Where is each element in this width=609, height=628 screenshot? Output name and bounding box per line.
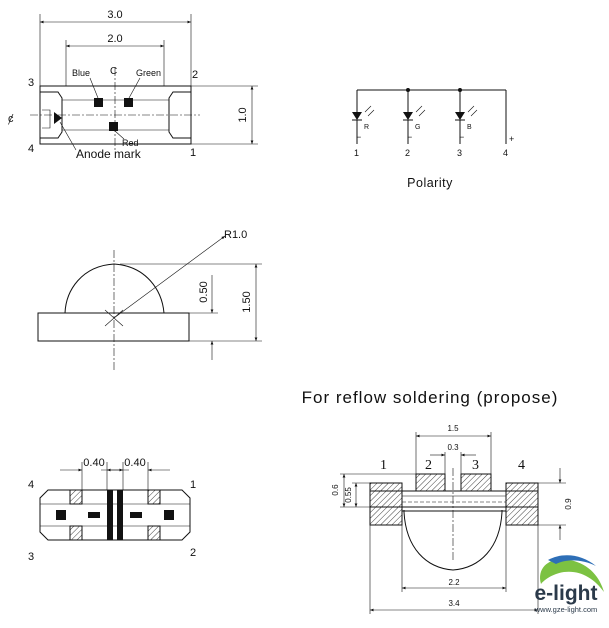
- center-bar-right: [117, 490, 123, 540]
- dim-inner-width: 2.2: [448, 578, 460, 587]
- minus-1: −: [356, 132, 361, 142]
- dim-bottom-left: 0.40: [83, 457, 104, 469]
- minus-2: −: [407, 132, 412, 142]
- dim-base: 0.50: [198, 281, 210, 302]
- bottom-pin-2: 2: [190, 547, 196, 559]
- dim-bottom-right: 0.40: [124, 457, 145, 469]
- reflow-pad-4: [505, 482, 539, 526]
- center-mark: C: [110, 66, 117, 77]
- polarity-title: Polarity: [407, 176, 453, 190]
- center-symbol: ȼ: [8, 113, 14, 125]
- minus-3: −: [459, 132, 464, 142]
- logo-swoosh-green: [540, 559, 604, 592]
- diode-g: G − 2: [403, 90, 426, 158]
- diode-b: B − 3: [455, 90, 478, 158]
- pol-pin-4: 4: [503, 148, 508, 158]
- diode-letter-r: R: [364, 124, 369, 131]
- reflow-pad-3: [460, 473, 492, 492]
- bottom-view: 0.40 0.40 4 1 3 2: [28, 457, 196, 563]
- reflow-pad-2: [415, 473, 446, 492]
- dim-left-outer: 0.6: [331, 484, 340, 496]
- pad-1: [147, 489, 161, 505]
- bottom-pin-1: 1: [190, 479, 196, 491]
- top-pin-2: 2: [192, 69, 198, 81]
- right-terminal: [168, 91, 191, 139]
- reflow-footprint: 1.5 0.3 1 2 3 4 0.6 0.55: [331, 424, 573, 614]
- reflow-dome: [403, 510, 503, 571]
- dim-total: 1.50: [241, 291, 253, 312]
- diode-letter-g: G: [415, 124, 420, 131]
- pol-pin-1: 1: [354, 148, 359, 158]
- label-red: Red: [122, 138, 139, 148]
- dim-height: 1.0: [237, 107, 249, 122]
- top-view: 3.0 2.0 C 1.0 Blue Green Red: [8, 9, 258, 161]
- pad-3: [69, 525, 83, 541]
- pol-pin-3: 3: [457, 148, 462, 158]
- reflow-pad-label-4: 4: [518, 458, 525, 473]
- reflow-pad-label-1: 1: [380, 458, 387, 473]
- dim-left-inner: 0.55: [344, 487, 353, 503]
- dim-top: 1.5: [447, 424, 459, 433]
- e-light-logo: e-light www.gze-light.com: [534, 555, 604, 614]
- polarity-diagram: R − 1 G − 2 B − 3 + 4 Polarity: [352, 88, 514, 190]
- diode-letter-b: B: [467, 124, 472, 131]
- pad-2: [147, 525, 161, 541]
- reflow-pad-label-3: 3: [472, 458, 479, 473]
- plus-sign: +: [509, 134, 514, 144]
- top-pin-4: 4: [28, 143, 34, 155]
- label-blue: Blue: [72, 68, 90, 78]
- reflow-title: For reflow soldering (propose): [302, 388, 559, 407]
- blue-chip: [94, 98, 103, 107]
- dim-overall: 3.4: [448, 599, 460, 608]
- logo-brand: e-light: [535, 582, 598, 605]
- dim-pad-pitch: 2.0: [107, 33, 122, 45]
- side-view: R1.0 0.50 1.50: [37, 229, 262, 370]
- reflow-pad-label-2: 2: [425, 458, 432, 473]
- dim-overall-width: 3.0: [107, 9, 122, 21]
- top-pin-1: 1: [190, 147, 196, 159]
- label-green: Green: [136, 68, 161, 78]
- side-dome: [64, 263, 165, 314]
- red-chip: [109, 122, 118, 131]
- diode-r: R − 1: [352, 90, 375, 158]
- bottom-body: [39, 489, 191, 541]
- dim-right: 0.9: [564, 498, 573, 510]
- radius-label: R1.0: [224, 229, 247, 241]
- side-base: [37, 312, 190, 342]
- dim-gap: 0.3: [447, 443, 459, 452]
- pad-4: [69, 489, 83, 505]
- bottom-pin-4: 4: [28, 479, 34, 491]
- bottom-pin-3: 3: [28, 551, 34, 563]
- label-anode: Anode mark: [76, 147, 142, 161]
- center-bar-left: [107, 490, 113, 540]
- logo-url: www.gze-light.com: [534, 605, 598, 614]
- anode-mark-icon: [54, 112, 62, 124]
- top-pin-3: 3: [28, 77, 34, 89]
- pol-pin-2: 2: [405, 148, 410, 158]
- logo-swoosh-blue: [548, 555, 596, 566]
- reflow-pad-1: [369, 482, 403, 526]
- green-chip: [124, 98, 133, 107]
